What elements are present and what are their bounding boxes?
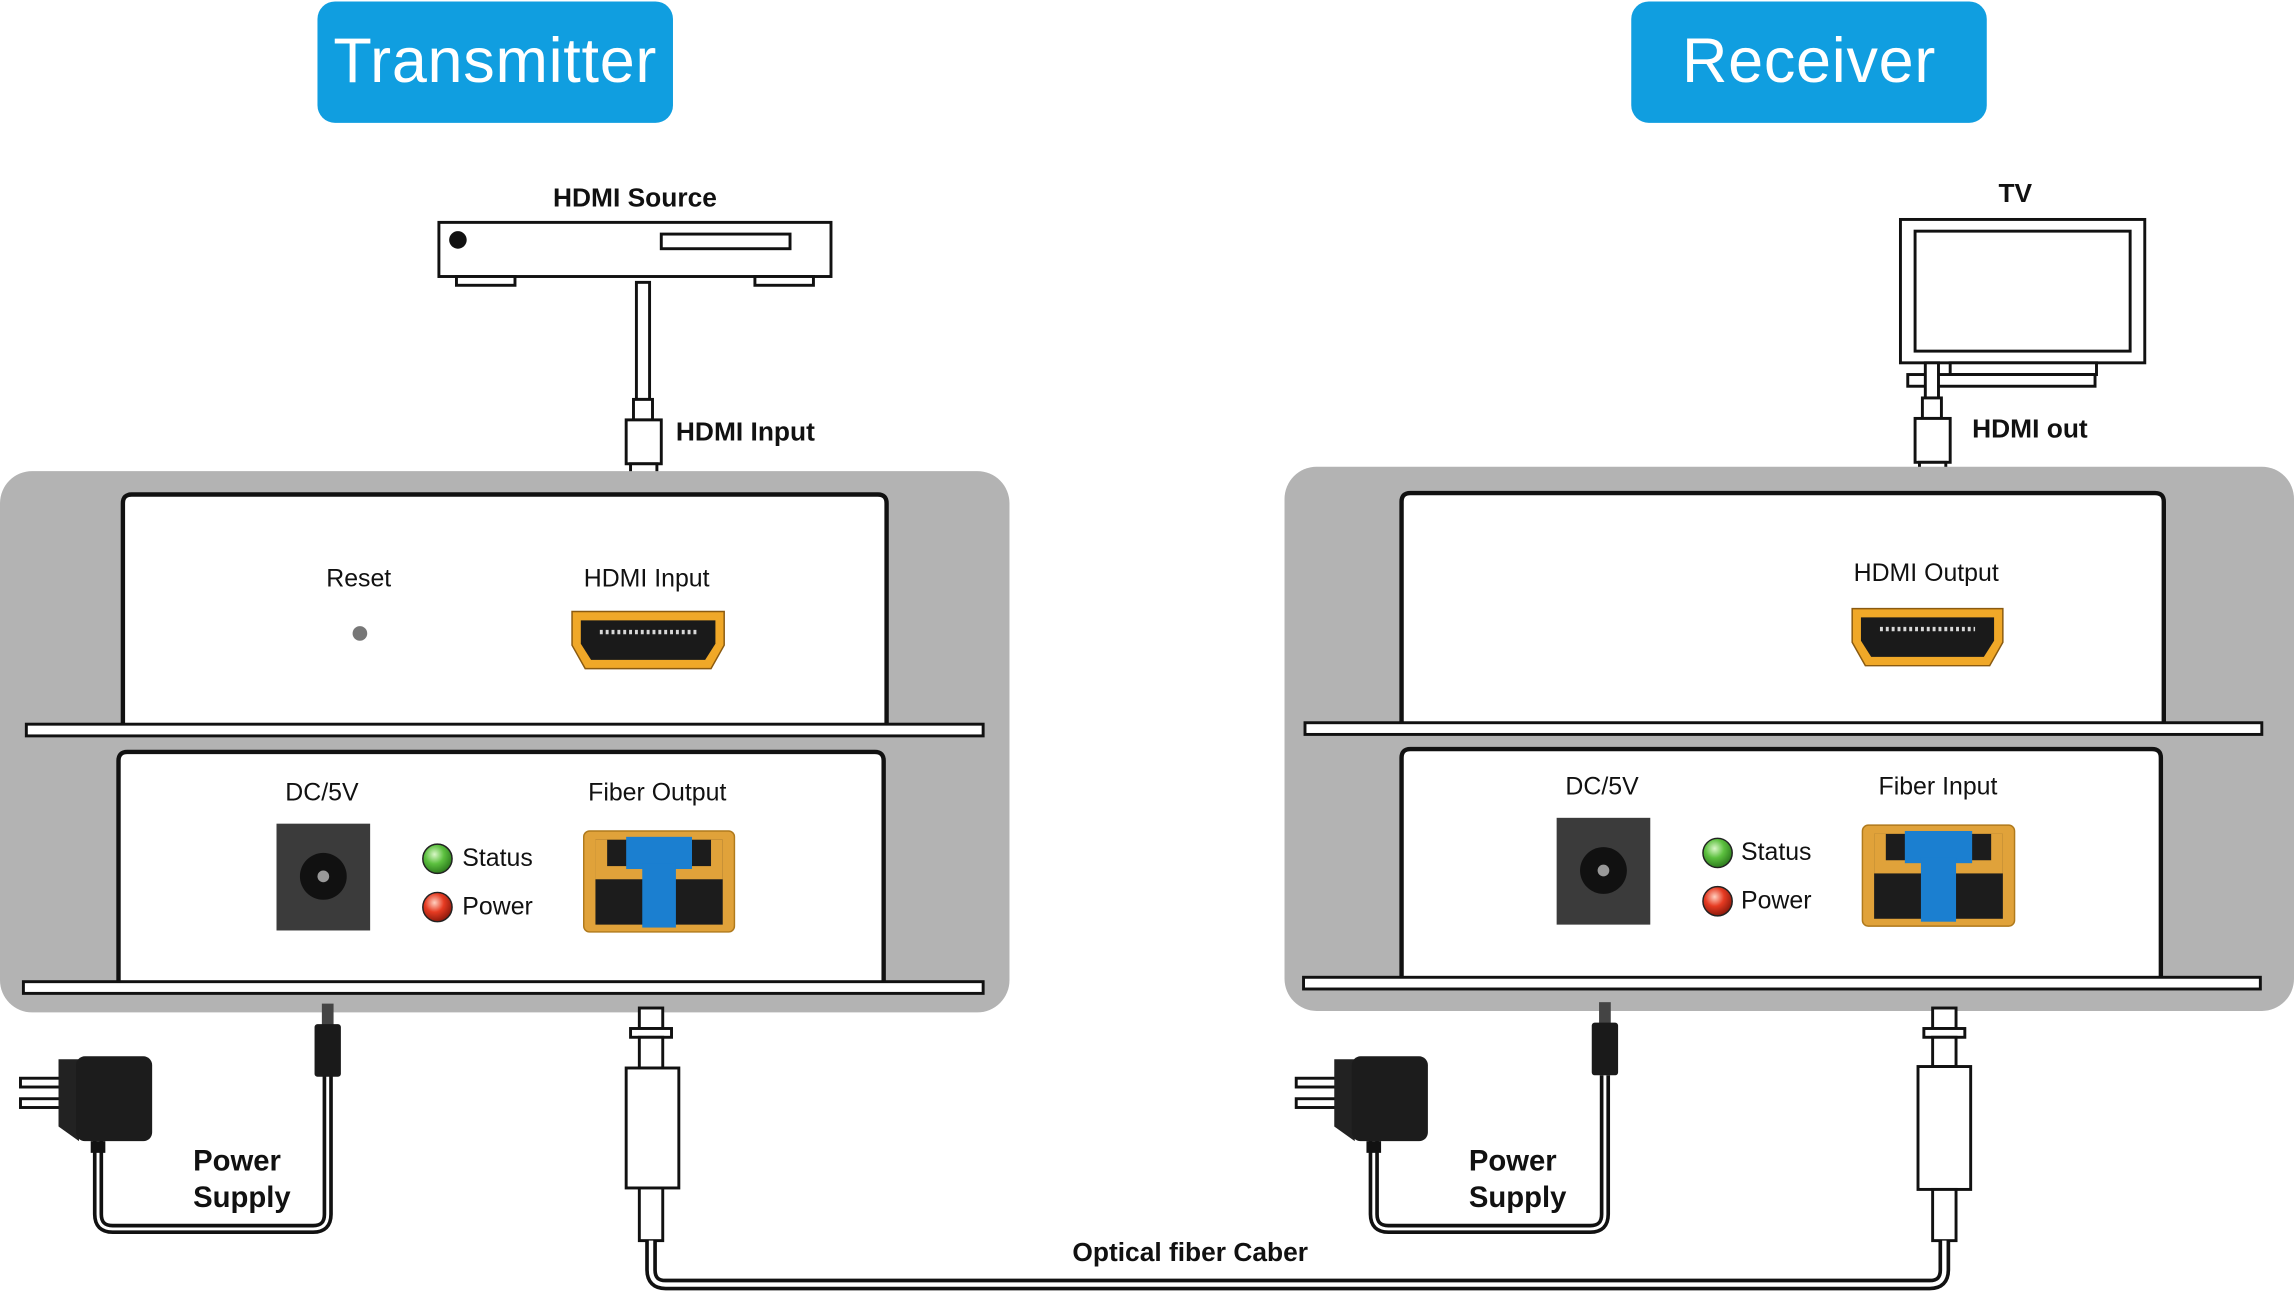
- hdmi-input-port-label: HDMI Input: [583, 564, 710, 593]
- tv-label: TV: [1998, 178, 2033, 208]
- power-led-icon: [1702, 885, 1733, 917]
- fiber-connector-icon: [624, 1006, 681, 1243]
- hdmi-source-label: HDMI Source: [553, 182, 717, 213]
- hdmi-port-icon: [571, 610, 725, 670]
- power-label: Power: [462, 892, 533, 921]
- optical-fiber-cable: [645, 1240, 1951, 1291]
- receiver-unit: [1284, 217, 2294, 1243]
- status-label: Status: [462, 844, 533, 872]
- reset-button: [352, 626, 368, 641]
- power-adapter-icon: [1294, 1056, 1428, 1153]
- power-supply-label: Power Supply: [193, 1144, 291, 1217]
- sfp-port-icon: [583, 830, 736, 933]
- dc-label: DC/5V: [1565, 772, 1639, 801]
- hdmi-output-port-label: HDMI Output: [1853, 558, 1999, 587]
- receiver-power-supply: [1294, 1002, 1619, 1235]
- dc-label: DC/5V: [285, 778, 359, 807]
- transmitter-unit: [0, 220, 1010, 1243]
- receiver-top-panel: [1303, 490, 2264, 736]
- dc-plug-icon: [314, 1003, 341, 1077]
- sfp-port-icon: [1861, 824, 2016, 927]
- transmitter-top-panel: [24, 492, 985, 738]
- transmitter-bottom-panel: [21, 749, 985, 995]
- power-supply-line-1: Power: [1468, 1145, 1557, 1178]
- hdmi-port-icon: [1851, 607, 2004, 667]
- dc-plug-icon: [1591, 1002, 1619, 1076]
- status-led-icon: [422, 843, 453, 875]
- status-label: Status: [1740, 838, 1812, 867]
- hdmi-out-cable-label: HDMI out: [1972, 414, 2088, 444]
- fiber-input-label: Fiber Input: [1878, 772, 1998, 801]
- receiver-title-badge: Receiver: [1631, 1, 1987, 123]
- power-label: Power: [1740, 886, 1812, 915]
- set-top-box-icon: [437, 220, 833, 287]
- hdmi-input-cable-label: HDMI Input: [675, 416, 815, 447]
- power-supply-line-1: Power: [193, 1145, 281, 1178]
- power-supply-line-2: Supply: [1468, 1182, 1567, 1215]
- hdmi-plug-icon: [624, 280, 663, 486]
- power-supply-label: Power Supply: [1469, 1144, 1567, 1217]
- power-supply-line-2: Supply: [193, 1182, 291, 1215]
- optical-fiber-label: Optical fiber Caber: [1072, 1237, 1308, 1267]
- fiber-output-label: Fiber Output: [588, 778, 727, 807]
- fiber-connector-icon: [1916, 1006, 1973, 1243]
- dc-jack-icon: [276, 823, 371, 931]
- status-led-icon: [1702, 837, 1733, 869]
- receiver-bottom-panel: [1302, 746, 2262, 991]
- dc-jack-icon: [1556, 817, 1651, 925]
- power-adapter-icon: [19, 1056, 153, 1153]
- tv-icon: [1898, 217, 2147, 388]
- power-led-icon: [422, 891, 453, 923]
- reset-label: Reset: [326, 564, 392, 593]
- transmitter-title-badge: Transmitter: [317, 1, 673, 123]
- transmitter-power-supply: [19, 1003, 341, 1235]
